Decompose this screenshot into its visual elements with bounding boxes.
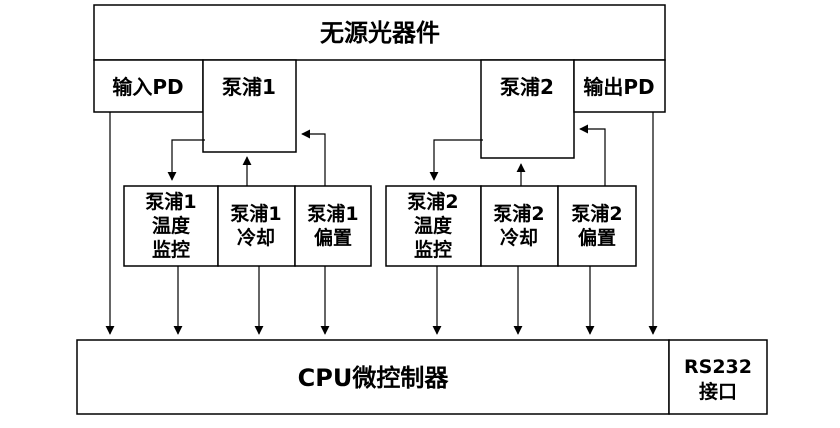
pump1-bias-line1: 泵浦1 — [307, 202, 358, 225]
bias2-to-pump2-arrow — [579, 124, 606, 186]
pump2-cooling-line2: 冷却 — [500, 226, 538, 249]
cpu-block: CPU微控制器 — [76, 339, 670, 415]
output-pd-label: 输出PD — [583, 75, 654, 99]
passive-device-block: 无源光器件 — [93, 4, 666, 61]
pump1-block: 泵浦1 — [202, 59, 297, 153]
pump2-cooling-line1: 泵浦2 — [493, 202, 544, 225]
passive-device-label: 无源光器件 — [320, 19, 440, 47]
pump2-label: 泵浦2 — [500, 75, 554, 99]
pump2-temp-line3: 监控 — [414, 238, 452, 261]
rs232-block: RS232 接口 — [668, 339, 768, 415]
pump2-temp-line1: 泵浦2 — [407, 190, 458, 213]
input-pd-label: 输入PD — [112, 75, 183, 99]
rs232-line1: RS232 — [684, 356, 752, 378]
pump1-cooling-block: 泵浦1 冷却 — [217, 185, 296, 267]
pump2-cooling-block: 泵浦2 冷却 — [480, 185, 559, 267]
output-pd-block: 输出PD — [573, 59, 666, 113]
pump1-bias-line2: 偏置 — [314, 226, 352, 249]
pump1-cooling-line1: 泵浦1 — [230, 202, 281, 225]
pump1-temp-monitor-block: 泵浦1 温度 监控 — [123, 185, 219, 267]
pump2-block: 泵浦2 — [480, 59, 575, 159]
pump1-cooling-line2: 冷却 — [237, 226, 275, 249]
pump2-bias-line2: 偏置 — [578, 226, 616, 249]
pump2-bias-line1: 泵浦2 — [571, 202, 622, 225]
input-pd-block: 输入PD — [93, 59, 204, 113]
pump1-to-temp-arrow — [167, 139, 205, 181]
cpu-label: CPU微控制器 — [298, 364, 450, 392]
pump1-bias-block: 泵浦1 偏置 — [294, 185, 372, 267]
rs232-line2: 接口 — [699, 381, 737, 403]
pump2-temp-monitor-block: 泵浦2 温度 监控 — [385, 185, 482, 267]
pump1-temp-line1: 泵浦1 — [145, 190, 196, 213]
pump1-temp-line2: 温度 — [152, 214, 191, 237]
pump1-temp-line3: 监控 — [152, 238, 190, 261]
pump1-label: 泵浦1 — [222, 75, 276, 99]
bias1-to-pump1-arrow — [301, 129, 326, 186]
pump2-to-temp-arrow — [429, 139, 483, 181]
pump2-temp-line2: 温度 — [414, 214, 453, 237]
pump2-bias-block: 泵浦2 偏置 — [557, 185, 637, 267]
